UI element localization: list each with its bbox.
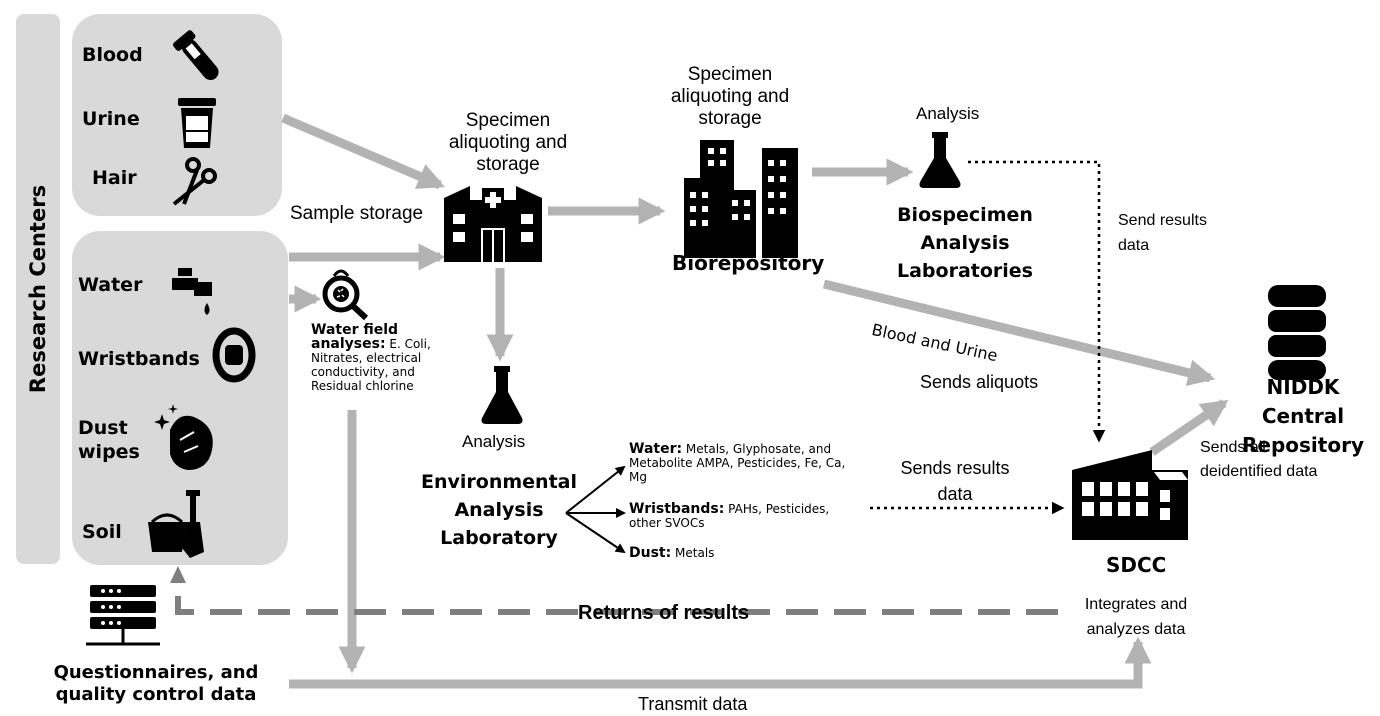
sdcc-title: SDCC	[1106, 553, 1167, 577]
sends-all-label: Sends all deidentified data	[1200, 439, 1318, 480]
arrow-transmit-data	[289, 636, 1152, 689]
blood-label: Blood	[82, 44, 143, 66]
env-item-wristbands-detail: PAHs, Pesticides, other SVOCs	[629, 502, 830, 530]
magnifier-icon	[322, 269, 369, 321]
database-icon	[1268, 285, 1326, 380]
sends-results-label: Sends results data	[900, 458, 1010, 504]
env-item-wristbands: Wristbands: PAHs, Pesticides, other SVOC…	[629, 502, 864, 530]
bio-analysis-label: Analysis	[916, 104, 980, 123]
sends-aliquots-label: Sends aliquots	[920, 372, 1039, 392]
urine-label: Urine	[82, 108, 140, 130]
arrow-biorepo-to-niddk	[822, 279, 1216, 387]
wristband-icon	[212, 327, 256, 383]
hospital-icon	[444, 186, 542, 262]
env-item-water: Water: Metals, Glyphosate, and Metabolit…	[629, 442, 859, 484]
biorepository-icon	[684, 140, 798, 258]
water-field-detail: E. Coli, Nitrates, electrical conductivi…	[311, 337, 431, 393]
dust-wipes-label: Dust wipes	[78, 417, 140, 463]
env-item-dust-detail: Metals	[675, 546, 715, 560]
biorepository-caption: Specimen aliquoting and storage	[670, 64, 790, 129]
env-lab-title: Environmental Analysis Laboratory	[421, 471, 577, 549]
blood-tube-icon	[173, 30, 219, 80]
bio-lab-title: Biospecimen Analysis Laboratories	[897, 204, 1033, 282]
sdcc-caption: Integrates and analyzes data	[1084, 596, 1188, 638]
sample-storage-label: Sample storage	[290, 203, 424, 224]
env-item-water-bold: Water:	[629, 441, 683, 457]
arrow-sdcc-to-niddk	[1149, 399, 1229, 456]
returns-of-results-label: Returns of results	[578, 602, 750, 624]
soil-bucket-icon	[148, 490, 204, 558]
factory-icon	[1072, 450, 1188, 540]
env-analysis-label: Analysis	[462, 432, 526, 451]
water-field-analyses: Water field analyses: E. Coli, Nitrates,…	[311, 323, 451, 393]
water-field-bold: Water field analyses:	[311, 322, 399, 352]
hair-label: Hair	[92, 167, 137, 189]
arrow-returns-of-results	[175, 588, 1058, 615]
niddk-title: NIDDK Central Repository	[1242, 375, 1364, 457]
returns-arrowhead	[170, 566, 186, 583]
dust-wipe-icon	[154, 404, 213, 470]
questionnaires-label: Questionnaires, and quality control data	[53, 662, 259, 705]
local-site-caption: Specimen aliquoting and storage	[448, 110, 568, 175]
urine-cup-icon	[178, 98, 216, 148]
env-item-water-detail: Metals, Glyphosate, and Metabolite AMPA,…	[629, 442, 846, 484]
env-item-dust: Dust: Metals	[629, 546, 829, 560]
dotted-biolab-to-sdcc	[968, 160, 1106, 443]
faucet-icon	[172, 268, 212, 315]
wristbands-label: Wristbands	[78, 348, 200, 370]
soil-label: Soil	[82, 521, 122, 543]
env-item-wristbands-bold: Wristbands:	[629, 501, 725, 517]
research-centers-band: Research Centers	[16, 14, 60, 564]
arrow-biospecimen-to-local	[281, 113, 445, 190]
scissors-icon	[172, 157, 217, 206]
flask-icon-env	[481, 366, 523, 424]
biorepository-title: Biorepository	[672, 251, 825, 275]
send-results-data-label: Send results data	[1118, 212, 1207, 254]
water-label: Water	[78, 274, 143, 296]
transmit-data-label: Transmit data	[638, 694, 748, 714]
env-item-dust-bold: Dust:	[629, 545, 672, 561]
flask-icon-bio	[919, 132, 961, 188]
server-icon	[86, 585, 160, 646]
